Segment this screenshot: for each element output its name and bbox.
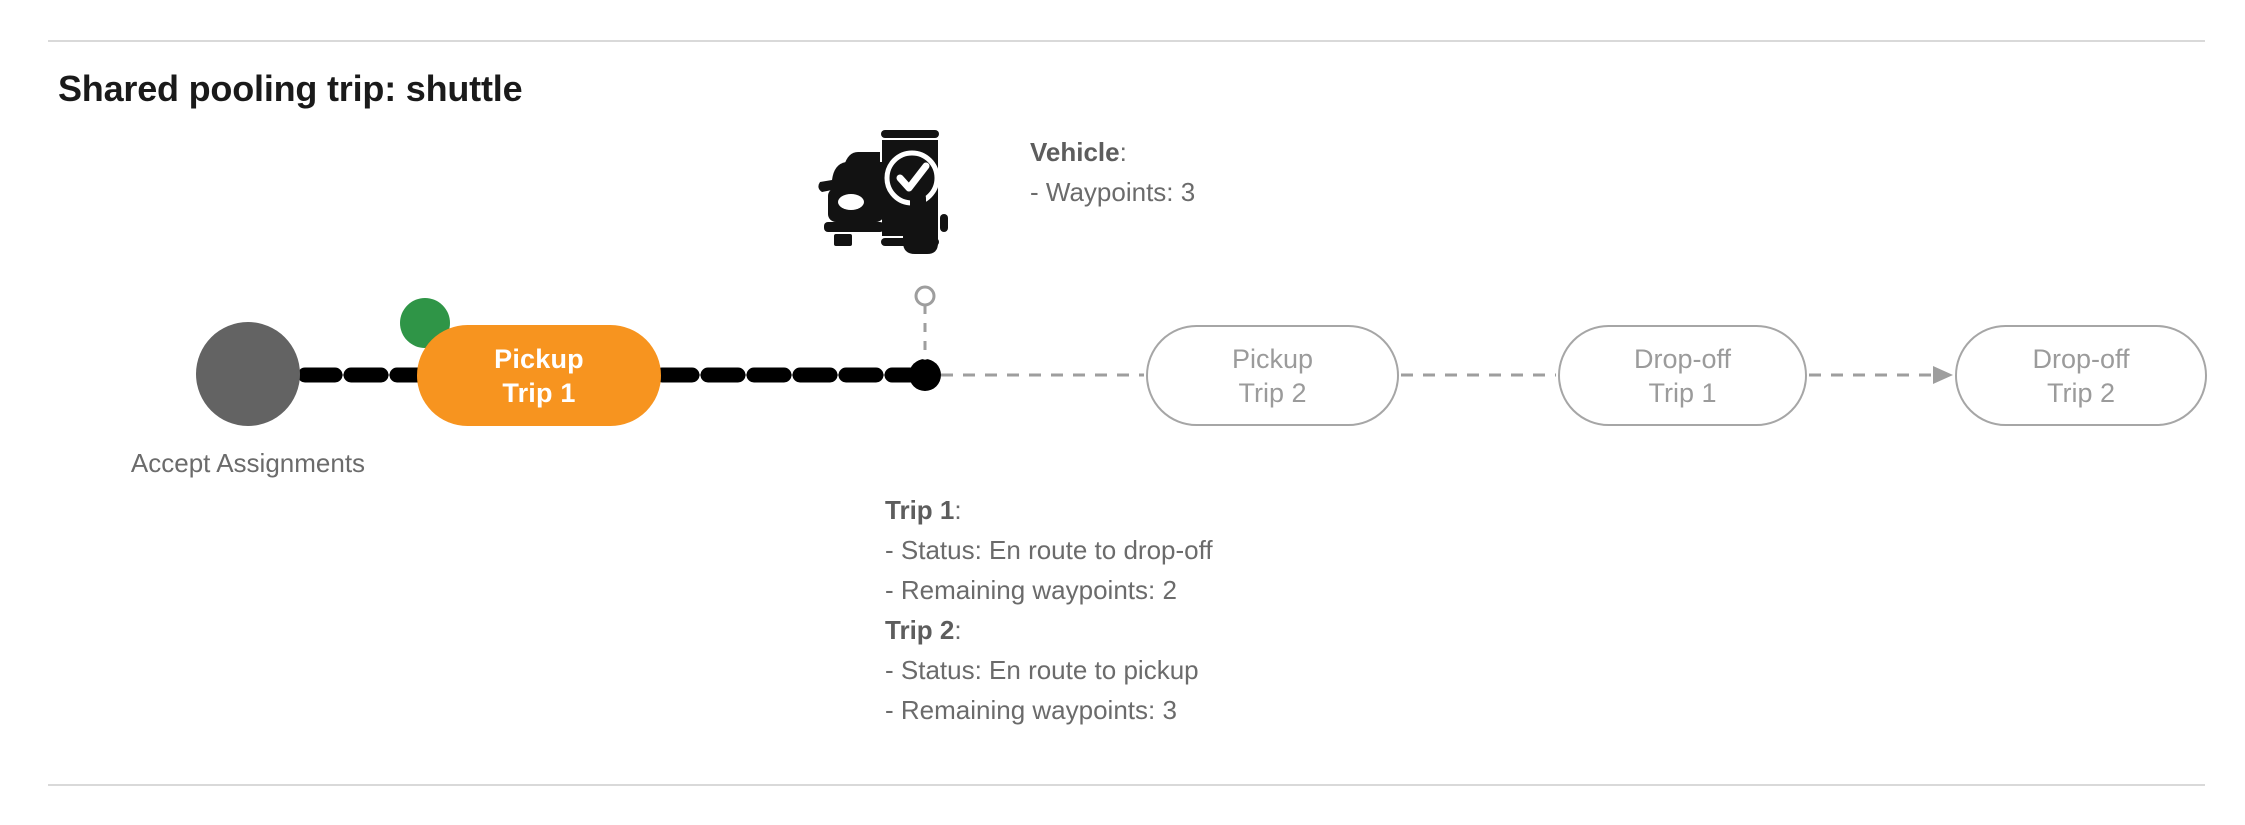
annotation-trip-2-row-0: - Status: En route to pickup (885, 655, 1199, 685)
annotation-vehicle-heading-row: Vehicle: (1030, 132, 1195, 172)
divider-bottom (48, 784, 2205, 786)
annotation-trip-2-heading-row: Trip 2: (885, 610, 1213, 650)
node-dropoff-trip-1[interactable]: Drop-off Trip 1 (1558, 325, 1807, 426)
annotation-vehicle-heading: Vehicle (1030, 137, 1120, 167)
node-dropoff-trip-1-line2: Trip 1 (1648, 377, 1717, 408)
node-pickup-trip-2-line1: Pickup (1231, 343, 1314, 374)
annotation-trip-2-heading-suffix: : (954, 615, 962, 645)
node-accept-assignments-label: Accept Assignments (118, 443, 378, 484)
node-dropoff-trip-2-line2: Trip 2 (2046, 377, 2115, 408)
node-accept-assignments[interactable] (196, 322, 300, 426)
connector-arrowhead (1933, 366, 1953, 384)
annotation-trip-2-row-1: - Remaining waypoints: 3 (885, 695, 1177, 725)
node-dropoff-trip-1-line1: Drop-off (1633, 343, 1732, 374)
node-dropoff-trip-2-line1: Drop-off (2032, 343, 2130, 374)
annotation-vehicle: Vehicle: - Waypoints: 3 (1030, 132, 1195, 212)
accept-label-line-1: Accept (130, 448, 211, 478)
divider-top (48, 40, 2205, 42)
node-pickup-trip-1-line2: Trip 1 (502, 377, 576, 408)
node-pickup-trip-1[interactable]: Pickup Trip 1 (417, 325, 661, 426)
annotation-trip-1-heading-suffix: : (954, 495, 962, 525)
annotation-trip-1-row-1: - Remaining waypoints: 2 (885, 575, 1177, 605)
annotation-vehicle-heading-suffix: : (1119, 137, 1127, 167)
node-pickup-trip-2-line2: Trip 2 (1238, 377, 1307, 408)
node-pickup-trip-2[interactable]: Pickup Trip 2 (1146, 325, 1399, 426)
node-dropoff-trip-2[interactable]: Drop-off Trip 2 (1955, 325, 2207, 426)
annotation-trip-2-heading: Trip 2 (885, 615, 955, 645)
annotation-trip-1-row-0: - Status: En route to drop-off (885, 535, 1213, 565)
vehicle-phone-check-icon (818, 118, 978, 258)
vehicle-position-dot (909, 359, 941, 391)
annotation-trips: Trip 1: - Status: En route to drop-off -… (885, 490, 1213, 730)
accept-label-line-2: Assignments (216, 448, 366, 478)
node-pickup-trip-1-line1: Pickup (494, 343, 584, 374)
page-title: Shared pooling trip: shuttle (58, 68, 523, 109)
annotation-trip-1-heading: Trip 1 (885, 495, 955, 525)
vehicle-leader-anchor-circle (914, 285, 936, 307)
annotation-vehicle-row-0: - Waypoints: 3 (1030, 177, 1196, 207)
annotation-trip-1-heading-row: Trip 1: (885, 490, 1213, 530)
